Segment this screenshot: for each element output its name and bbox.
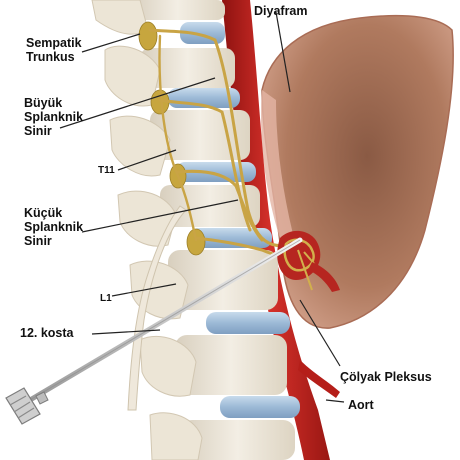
posterior-elements [91,0,203,460]
label-diaphragm: Diyafram [254,4,308,18]
label-celiac-plexus: Çölyak Pleksus [340,370,432,384]
aorta-vessel [222,0,330,460]
label-rib-12: 12. kosta [20,326,74,340]
label-sympathetic-trunk: Sempatik Trunkus [26,36,82,64]
label-t11: T11 [98,165,115,176]
label-aorta: Aort [348,398,374,412]
needle [27,237,303,403]
label-lesser-splanchnic: Küçük Splanknik Sinir [24,206,84,248]
leader-lines [59,11,345,403]
label-l1: L1 [100,293,112,304]
label-greater-splanchnic: Büyük Splanknik Sinir [24,96,84,138]
aorta-branch [298,360,340,398]
celiac-plexus [277,230,340,292]
diaphragm-shape [261,14,454,329]
splanchnic-nerves [148,28,300,257]
syringe-hub-icon [5,387,49,425]
diaphragm-crus [260,90,296,250]
rib-12 [127,205,187,411]
